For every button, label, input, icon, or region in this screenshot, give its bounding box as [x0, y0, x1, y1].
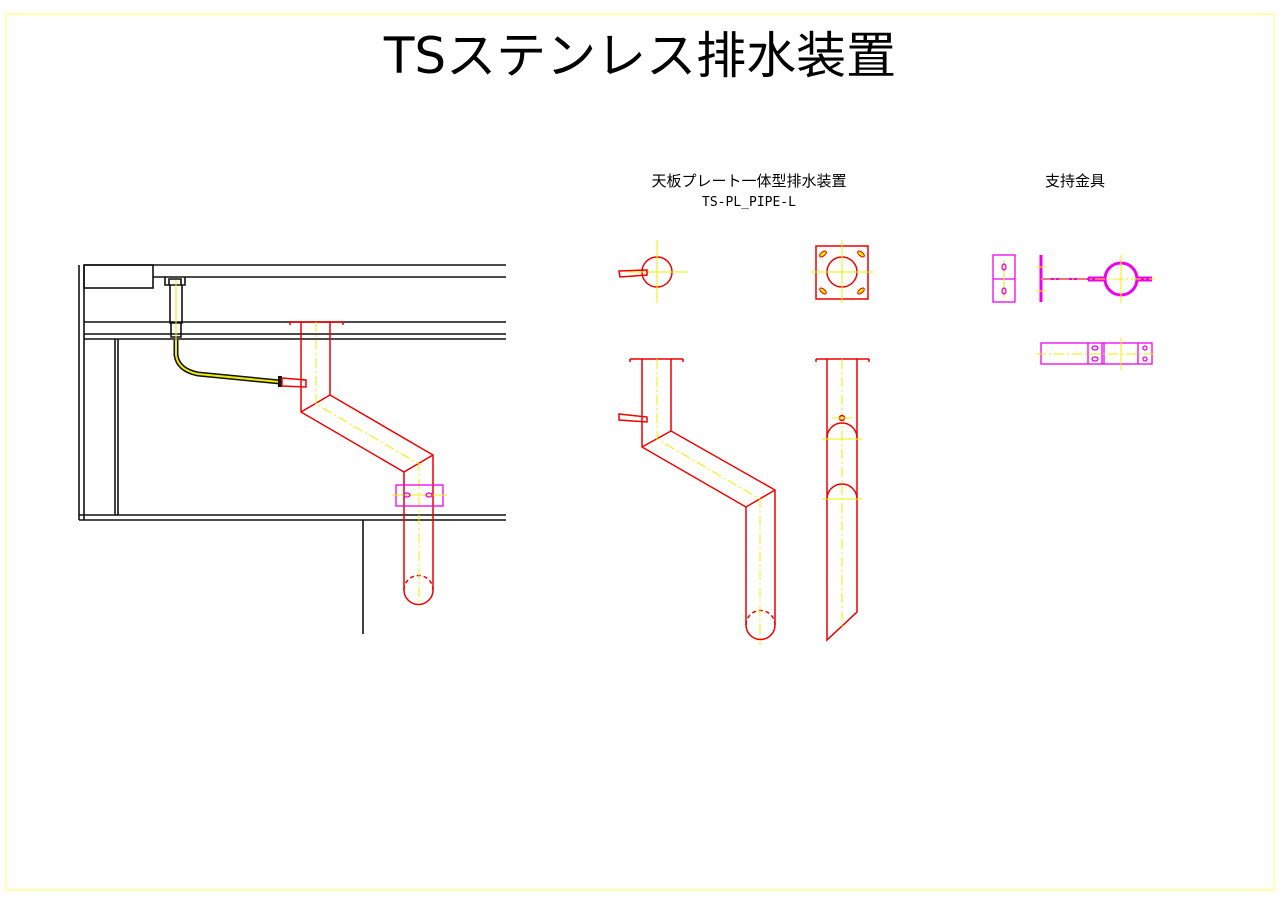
faucet — [164, 277, 186, 340]
sheet-border — [5, 13, 1275, 891]
bracket-label: 支持金具 — [1045, 172, 1105, 190]
table-frame — [78, 264, 506, 634]
drain-unit-top-plate-view — [811, 240, 873, 303]
bracket-side-view — [992, 254, 1016, 303]
drain-unit-front-view — [618, 358, 776, 645]
support-bracket — [392, 484, 447, 507]
bracket-plan-view — [1036, 338, 1156, 370]
drawing-title: TSステンレス排水装置 — [383, 27, 896, 85]
hose — [173, 340, 307, 388]
bracket-front-view — [1036, 255, 1155, 303]
assembly-view — [78, 264, 506, 634]
drain-unit-code: TS-PL_PIPE-L — [702, 195, 796, 210]
drain-unit-plan-view — [618, 240, 688, 303]
drain-unit-label: 天板プレート一体型排水装置 — [651, 172, 846, 190]
drain-pipe — [289, 321, 434, 606]
drain-unit-side-view — [815, 358, 870, 642]
